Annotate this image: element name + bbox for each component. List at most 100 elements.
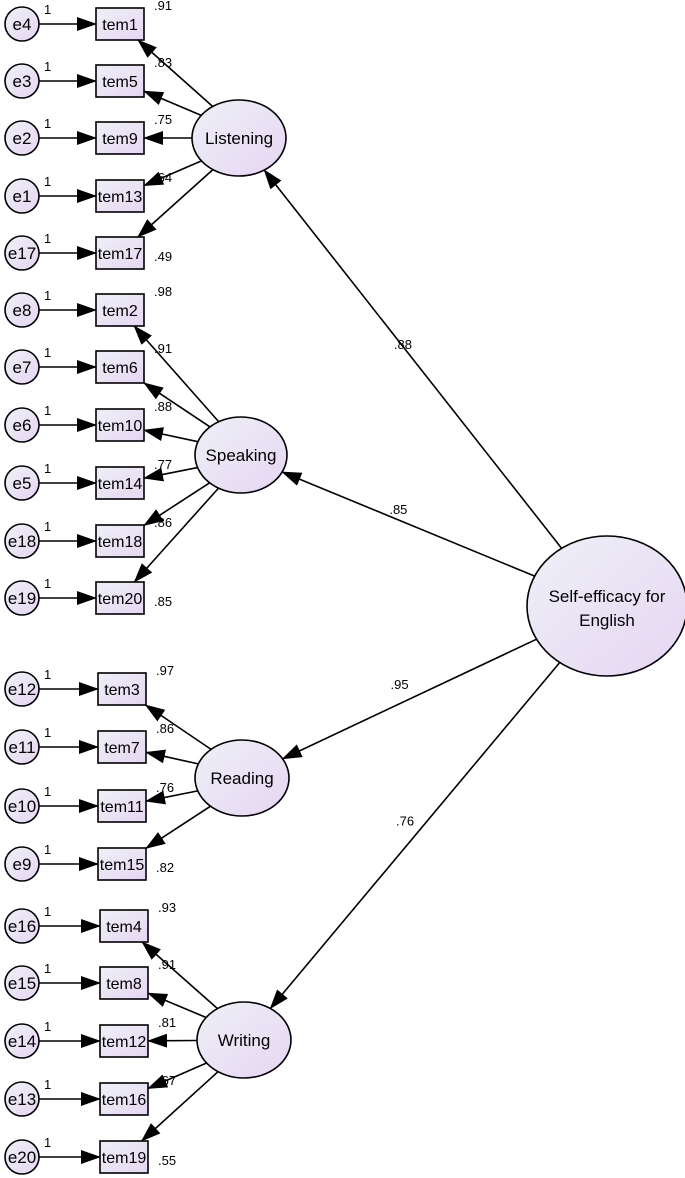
observed-item-box	[99, 1140, 149, 1174]
observed-item-box	[95, 121, 145, 155]
observed-item-label: tem17	[98, 246, 143, 263]
error-term-circle	[4, 178, 40, 214]
error-term-label: e10	[8, 797, 36, 816]
error-term-label: e5	[13, 474, 32, 493]
fixed-weight-label: 1	[44, 231, 51, 246]
fixed-weight-label: 1	[44, 2, 51, 17]
loading-path-arrow	[137, 169, 214, 238]
item-loading-label: .91	[154, 341, 172, 356]
observed-item-label: tem3	[104, 682, 140, 699]
item-loading-label: .97	[156, 663, 174, 678]
error-term-label: e12	[8, 680, 36, 699]
loading-path-arrow	[140, 1071, 219, 1142]
second-order-path-arrow	[281, 638, 537, 760]
item-loading-label: .93	[158, 900, 176, 915]
item-loading-label: .77	[154, 457, 172, 472]
observed-item-box	[97, 672, 147, 706]
error-term-label: e4	[13, 15, 32, 34]
loading-path-arrow	[143, 382, 211, 428]
item-loading-label: .82	[156, 860, 174, 875]
error-term-circle	[4, 292, 40, 328]
factor-loading-label: .76	[396, 814, 414, 829]
observed-item-label: tem13	[98, 189, 143, 206]
fixed-weight-label: 1	[44, 1135, 51, 1150]
item-loading-label: .75	[154, 112, 172, 127]
loading-path-arrow	[147, 992, 207, 1019]
error-term-label: e16	[8, 917, 36, 936]
error-term-circle	[4, 235, 40, 271]
factor-loading-label: .85	[389, 502, 407, 517]
fixed-weight-label: 1	[44, 174, 51, 189]
error-term-label: e15	[8, 974, 36, 993]
item-loading-label: .81	[158, 1015, 176, 1030]
edges-layer	[39, 17, 563, 1164]
observed-item-box	[95, 408, 145, 442]
observed-item-box	[95, 581, 145, 615]
loading-path-arrow	[133, 325, 220, 423]
loading-path-arrow	[144, 704, 212, 751]
observed-item-box	[95, 466, 145, 500]
error-term-label: e2	[13, 129, 32, 148]
item-loading-label: .91	[158, 957, 176, 972]
latent-factor-ellipse	[194, 739, 290, 817]
error-term-label: e7	[13, 358, 32, 377]
error-term-label: e17	[8, 244, 36, 263]
observed-item-label: tem7	[104, 740, 140, 757]
item-loading-label: .85	[154, 594, 172, 609]
latent-factor-label: Reading	[210, 769, 273, 788]
fixed-weight-label: 1	[44, 403, 51, 418]
fixed-weight-label: 1	[44, 784, 51, 799]
error-term-label: e14	[8, 1032, 36, 1051]
loading-path-arrow	[143, 160, 202, 187]
fixed-weight-label: 1	[44, 842, 51, 857]
latent-factor-label: Listening	[205, 129, 273, 148]
error-term-circle	[4, 580, 40, 616]
error-term-circle	[4, 120, 40, 156]
error-term-label: e9	[13, 855, 32, 874]
error-term-circle	[4, 671, 40, 707]
observed-item-label: tem20	[98, 591, 143, 608]
error-term-circle	[4, 349, 40, 385]
observed-item-box	[99, 1082, 149, 1116]
error-term-circle	[4, 1023, 40, 1059]
fixed-weight-label: 1	[44, 576, 51, 591]
error-term-circle	[4, 63, 40, 99]
observed-item-box	[95, 64, 145, 98]
observed-item-label: tem2	[102, 303, 138, 320]
error-term-circle	[4, 6, 40, 42]
second-order-factor-ellipse	[526, 535, 685, 677]
loading-path-arrow	[143, 90, 202, 117]
observed-item-label: tem5	[102, 74, 138, 91]
observed-item-label: tem16	[102, 1092, 147, 1109]
latent-factor-ellipse	[196, 1001, 292, 1079]
fixed-weight-label: 1	[44, 961, 51, 976]
latent-factor-label: Writing	[218, 1031, 271, 1050]
item-loading-label: .67	[158, 1073, 176, 1088]
item-loading-label: .64	[154, 170, 172, 185]
fixed-weight-label: 1	[44, 461, 51, 476]
observed-item-label: tem4	[106, 919, 142, 936]
item-loading-label: .55	[158, 1153, 176, 1168]
loading-path-arrow	[145, 805, 211, 849]
fixed-weight-label: 1	[44, 59, 51, 74]
error-term-label: e8	[13, 301, 32, 320]
observed-item-label: tem14	[98, 476, 143, 493]
item-loading-label: .49	[154, 249, 172, 264]
fixed-weight-label: 1	[44, 1077, 51, 1092]
loading-path-arrow	[141, 941, 219, 1010]
fixed-weight-label: 1	[44, 725, 51, 740]
error-term-label: e19	[8, 589, 36, 608]
observed-item-label: tem8	[106, 976, 142, 993]
error-term-label: e18	[8, 532, 36, 551]
item-loading-label: .98	[154, 284, 172, 299]
loading-path-arrow	[145, 790, 198, 805]
error-term-circle	[4, 729, 40, 765]
latent-factor-ellipse	[191, 99, 287, 177]
observed-item-box	[95, 7, 145, 41]
observed-item-box	[99, 966, 149, 1000]
error-term-label: e6	[13, 416, 32, 435]
second-order-path-arrow	[281, 471, 535, 577]
observed-item-box	[95, 179, 145, 213]
